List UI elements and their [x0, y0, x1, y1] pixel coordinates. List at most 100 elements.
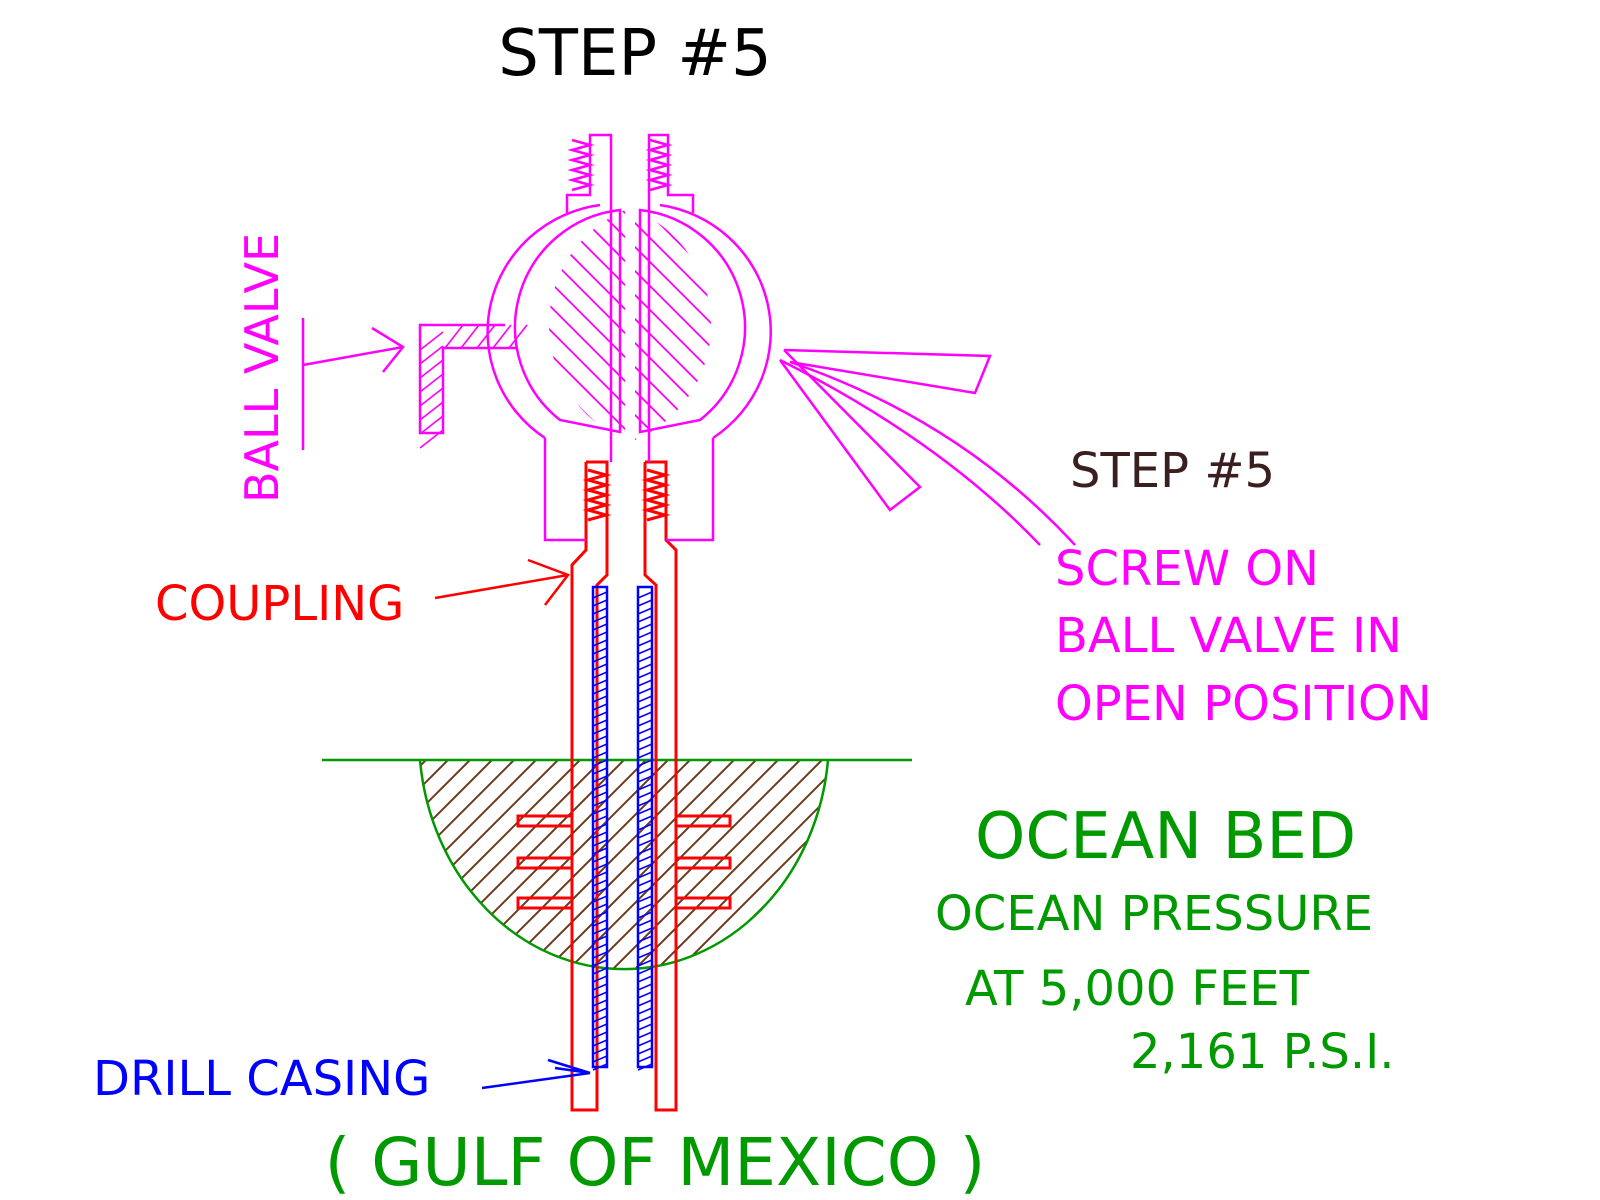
- hatch-line: [592, 983, 608, 991]
- hatch-line: [637, 1039, 653, 1047]
- hatch-line: [876, 200, 1136, 460]
- hatch-line: [592, 1023, 608, 1031]
- hatch-line: [780, 200, 1040, 460]
- hatch-line: [592, 1007, 608, 1015]
- seabed-outline: [418, 759, 830, 971]
- ball-valve-label: BALL VALVE: [235, 233, 289, 503]
- hatch-line: [548, 210, 585, 440]
- hatch-line: [637, 695, 653, 703]
- hatch-line: [603, 760, 828, 970]
- hatch-line: [637, 639, 653, 647]
- hatch-line: [515, 760, 757, 970]
- hatch-line: [592, 791, 608, 799]
- hatch-line: [420, 760, 427, 970]
- location-label: ( GULF OF MEXICO ): [325, 1124, 986, 1200]
- hatch-line: [637, 807, 653, 815]
- hatch-line: [592, 967, 608, 975]
- hatch-line: [876, 200, 1136, 460]
- hatch-line: [592, 655, 608, 663]
- hatch-line: [444, 324, 464, 349]
- hatch-line: [592, 663, 608, 671]
- hatch-line: [637, 711, 653, 719]
- hatch-line: [713, 760, 828, 970]
- hatch-line: [637, 759, 653, 767]
- hatch-line: [592, 647, 608, 655]
- hatch-line: [592, 1031, 608, 1039]
- hatch-line: [637, 743, 653, 751]
- hatch-line: [635, 210, 681, 440]
- hatch-line: [548, 210, 625, 440]
- hatch-line: [592, 623, 608, 631]
- hatch-line: [592, 711, 608, 719]
- hatch-line: [637, 687, 653, 695]
- hatch-line: [592, 671, 608, 679]
- hatch-line: [419, 359, 444, 379]
- hatch-line: [637, 1023, 653, 1031]
- hatch-line: [828, 200, 1088, 460]
- hatch-line: [592, 935, 608, 943]
- hatch-line: [635, 210, 712, 440]
- hatch-line: [637, 1015, 653, 1023]
- hatch-line: [300, 200, 560, 460]
- hatch-line: [637, 775, 653, 783]
- hatch-line: [637, 943, 653, 951]
- hatch-line: [637, 959, 653, 967]
- hatch-line: [637, 991, 653, 999]
- hatch-line: [828, 200, 1088, 460]
- hatch-line: [637, 1007, 653, 1015]
- hatch-line: [592, 943, 608, 951]
- hatch-line: [592, 703, 608, 711]
- hatch-line: [635, 210, 712, 440]
- hatch-line: [592, 839, 608, 847]
- hatch-line: [419, 415, 444, 435]
- hatch-line: [592, 959, 608, 967]
- hatch-line: [637, 903, 653, 911]
- hatch-line: [637, 719, 653, 727]
- hatch-line: [637, 855, 653, 863]
- hatch-line: [637, 863, 653, 871]
- hatch-line: [780, 200, 1040, 460]
- hatch-line: [637, 791, 653, 799]
- hatch-line: [637, 879, 653, 887]
- hatch-line: [592, 639, 608, 647]
- hatch-line: [637, 927, 653, 935]
- hatch-line: [548, 210, 625, 440]
- hatch-line: [637, 1063, 653, 1071]
- page-title: STEP #5: [498, 17, 771, 91]
- hatch-line: [637, 1055, 653, 1063]
- hatch-line: [637, 703, 653, 711]
- hatch-line: [592, 775, 608, 783]
- hatch-line: [419, 331, 444, 351]
- ocean-pressure-label: OCEAN PRESSURE: [935, 886, 1373, 942]
- hatch-line: [548, 210, 625, 440]
- hatch-line: [592, 751, 608, 759]
- hatch-line: [492, 324, 512, 349]
- hatch-line: [637, 967, 653, 975]
- hatch-line: [581, 760, 823, 970]
- hatch-line: [420, 760, 581, 970]
- hatch-line: [804, 200, 1064, 460]
- hatch-line: [637, 679, 653, 687]
- hatch-line: [592, 879, 608, 887]
- hatch-line: [548, 210, 625, 440]
- hatch-line: [592, 847, 608, 855]
- hatch-line: [460, 324, 480, 349]
- hatch-line: [637, 647, 653, 655]
- hatch-line: [637, 887, 653, 895]
- hatch-line: [637, 815, 653, 823]
- hatch-line: [419, 373, 444, 393]
- hatch-line: [587, 210, 625, 440]
- hatch-line: [637, 631, 653, 639]
- hatch-line: [592, 823, 608, 831]
- hatch-line: [637, 1031, 653, 1039]
- hatch-line: [592, 999, 608, 1007]
- hatch-line: [592, 871, 608, 879]
- hatch-line: [420, 760, 603, 970]
- hatch-line: [635, 210, 712, 440]
- ball-valve: [300, 133, 1136, 542]
- hatch-line: [592, 975, 608, 983]
- hatch-line: [592, 735, 608, 743]
- hatch-line: [637, 783, 653, 791]
- hatch-line: [637, 831, 653, 839]
